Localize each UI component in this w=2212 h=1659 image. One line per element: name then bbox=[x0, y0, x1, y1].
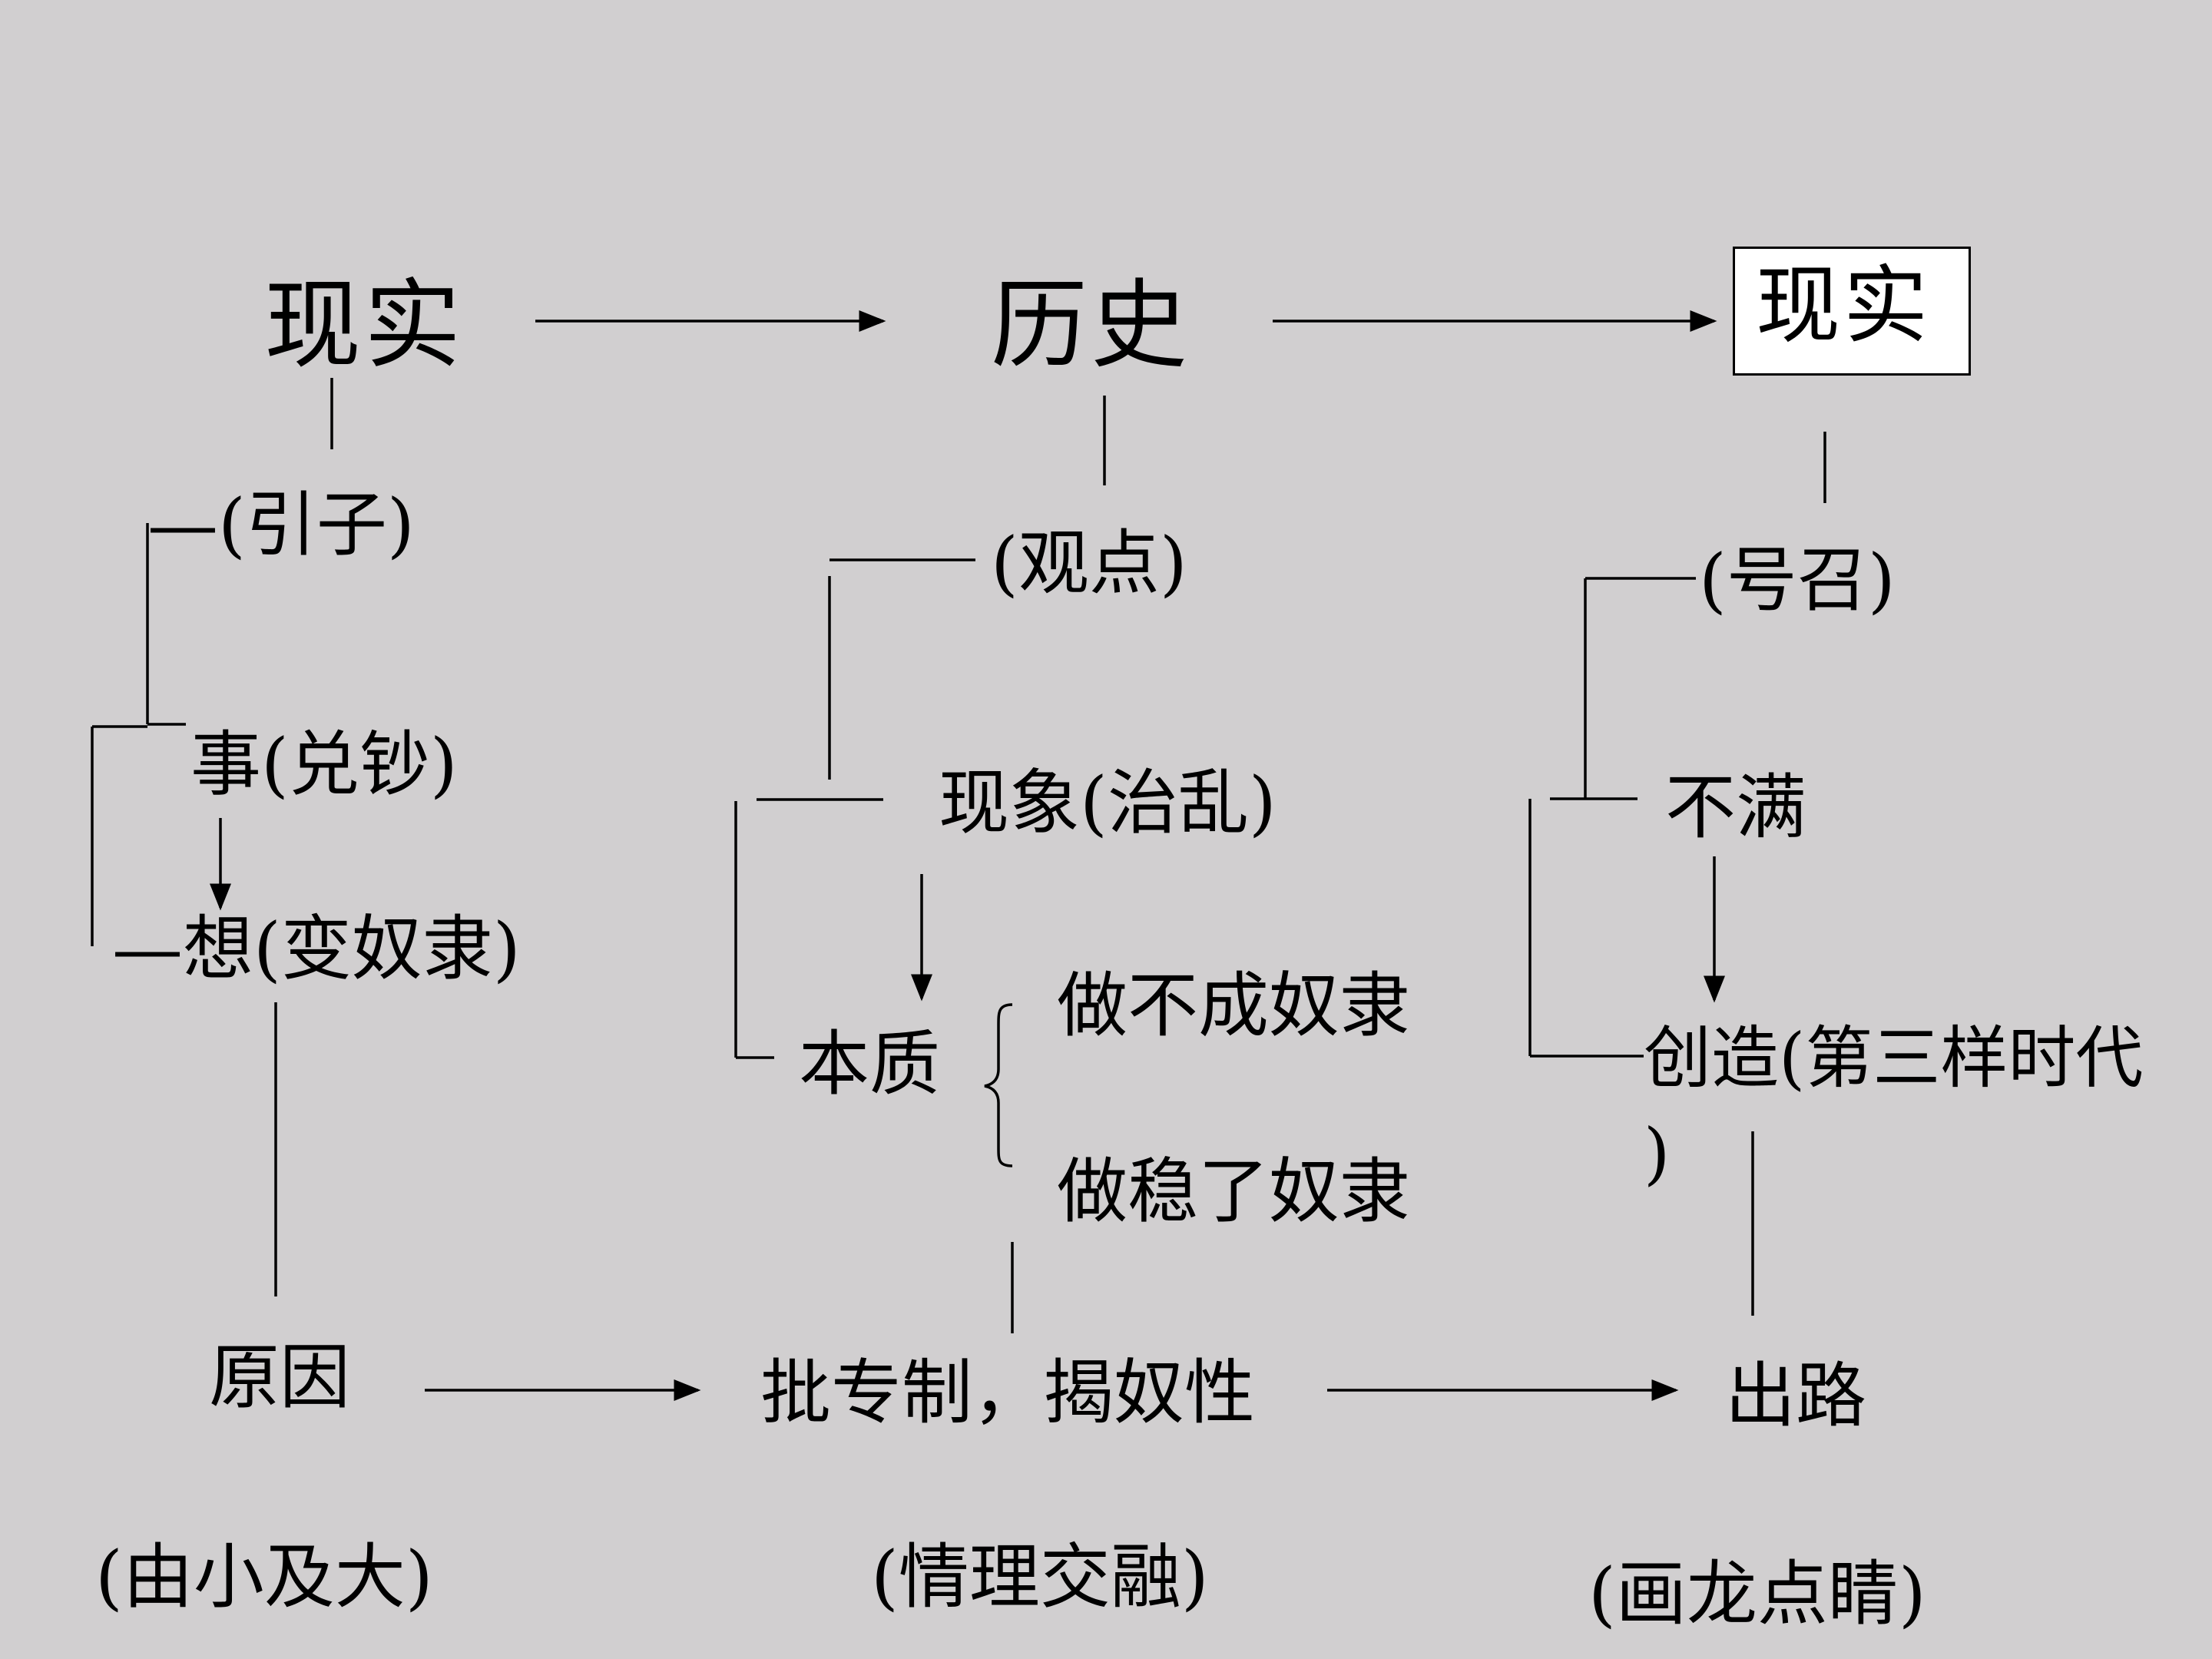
mid-essence: 本质 bbox=[799, 1023, 941, 1105]
right-dissatisfied: 不满 bbox=[1665, 767, 1807, 849]
right-call: (号召) bbox=[1699, 539, 1896, 621]
mid-note: (情理交融) bbox=[871, 1536, 1209, 1618]
top-reality-left: 现实 bbox=[264, 269, 464, 382]
mid-brace-item-1: 做不成奴隶 bbox=[1057, 965, 1411, 1047]
left-reason: 原因 bbox=[209, 1336, 351, 1419]
highlight-box bbox=[1733, 247, 1971, 376]
mid-viewpoint: (观点) bbox=[991, 522, 1187, 604]
right-note: (画龙点睛) bbox=[1588, 1553, 1926, 1635]
mid-phenomenon: 现象(治乱) bbox=[939, 762, 1277, 844]
curly-brace bbox=[984, 1003, 1013, 1167]
left-note: (由小及大) bbox=[95, 1536, 433, 1618]
right-create-line2: ) bbox=[1644, 1114, 1671, 1193]
left-event: 事(兑钞) bbox=[190, 724, 458, 806]
mid-brace-item-2: 做稳了奴隶 bbox=[1057, 1151, 1411, 1233]
mid-bottom: 批专制，揭奴性 bbox=[760, 1352, 1256, 1434]
left-thought: —想(变奴隶) bbox=[112, 908, 521, 990]
top-reality-right: 现实 bbox=[1756, 257, 1931, 355]
right-create-line1: 创造(第三样时代 bbox=[1644, 1018, 2144, 1098]
left-heading: —(引子) bbox=[147, 484, 415, 566]
right-way-out: 出路 bbox=[1725, 1355, 1867, 1437]
top-history: 历史 bbox=[991, 269, 1190, 382]
